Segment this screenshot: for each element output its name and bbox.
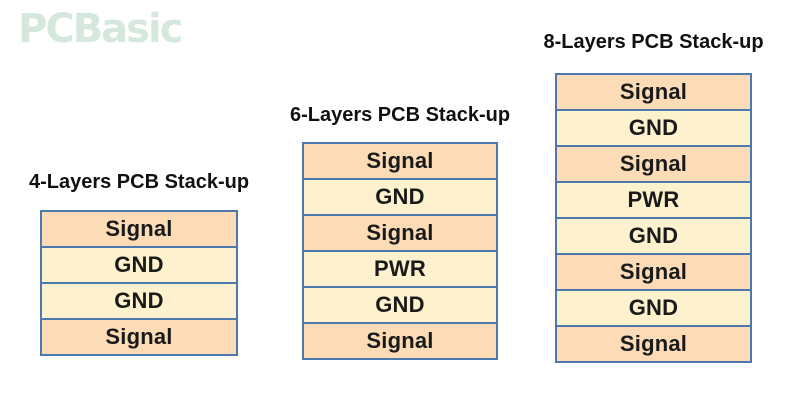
layer-row-signal: Signal bbox=[557, 325, 750, 361]
layer-row-signal: Signal bbox=[304, 144, 496, 178]
layer-row-gnd: GND bbox=[42, 246, 236, 282]
layer-row-gnd: GND bbox=[557, 109, 750, 145]
pcbasic-logo: PCBasic bbox=[18, 6, 183, 52]
layer-row-signal: Signal bbox=[304, 322, 496, 358]
stackup-title-8-layers: 8-Layers PCB Stack-up bbox=[543, 31, 764, 53]
layer-row-pwr: PWR bbox=[304, 250, 496, 286]
layer-row-signal: Signal bbox=[42, 318, 236, 354]
layer-row-gnd: GND bbox=[42, 282, 236, 318]
layer-row-gnd: GND bbox=[304, 286, 496, 322]
stackup-title-4-layers: 4-Layers PCB Stack-up bbox=[28, 171, 250, 193]
layer-row-pwr: PWR bbox=[557, 181, 750, 217]
layer-row-signal: Signal bbox=[304, 214, 496, 250]
layer-row-signal: Signal bbox=[42, 212, 236, 246]
layer-row-signal: Signal bbox=[557, 145, 750, 181]
layer-row-signal: Signal bbox=[557, 75, 750, 109]
layer-row-gnd: GND bbox=[557, 217, 750, 253]
layer-row-gnd: GND bbox=[557, 289, 750, 325]
stackup-title-6-layers: 6-Layers PCB Stack-up bbox=[289, 104, 511, 126]
layer-row-gnd: GND bbox=[304, 178, 496, 214]
layer-row-signal: Signal bbox=[557, 253, 750, 289]
